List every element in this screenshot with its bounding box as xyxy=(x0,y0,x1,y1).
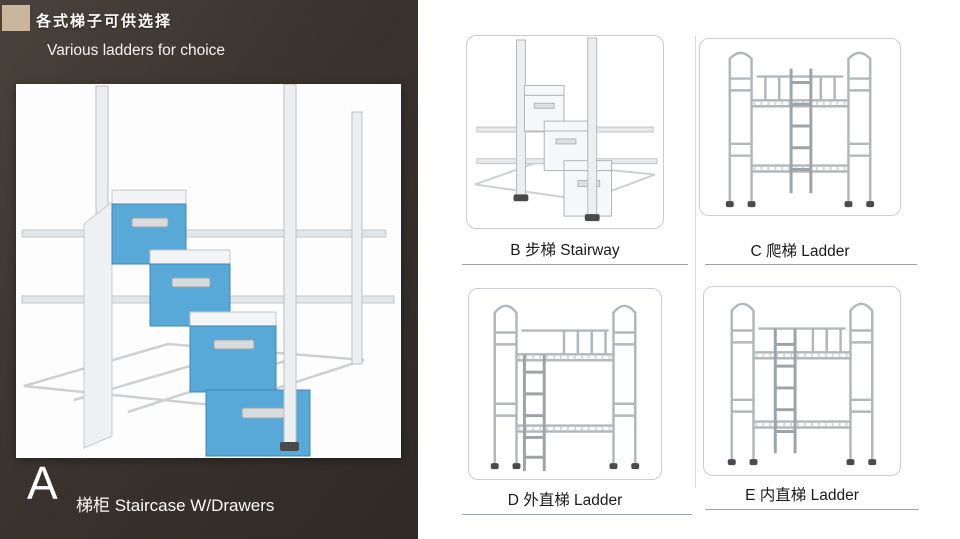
page-title-zh: 各式梯子可供选择 xyxy=(36,13,173,30)
underline-e xyxy=(705,509,919,510)
product-card-d xyxy=(468,288,662,480)
climb-ladder xyxy=(789,68,813,194)
inner-ladder xyxy=(773,328,797,454)
far-post xyxy=(351,111,363,365)
product-photo-card xyxy=(16,84,401,458)
cabinet-side-panel xyxy=(83,200,113,449)
page-title-en: Various ladders for choice xyxy=(47,42,226,59)
outer-ladder-bunkbed-image xyxy=(490,304,640,472)
product-label-b: B 步梯 Stairway xyxy=(510,242,620,259)
ladder-bunkbed-image xyxy=(725,51,875,208)
front-post xyxy=(587,37,598,217)
outer-ladder xyxy=(522,354,546,472)
product-card-e xyxy=(703,286,901,476)
bunk-frame xyxy=(728,51,872,205)
product-label-e: E 内直梯 Ladder xyxy=(745,487,859,504)
stairway-image xyxy=(474,37,658,222)
bunk-frame xyxy=(493,304,637,467)
staircase-with-drawers-image xyxy=(21,84,395,457)
stair-steps xyxy=(523,84,613,217)
floor-frame xyxy=(474,161,656,202)
vertical-divider xyxy=(695,36,696,488)
product-label-c: C 爬梯 Ladder xyxy=(750,243,850,260)
right-panel: B 步梯 Stairway xyxy=(418,0,960,539)
right-post xyxy=(280,84,299,451)
product-letter: A xyxy=(27,457,58,509)
inner-ladder-bunkbed-image xyxy=(727,302,877,466)
product-label-d: D 外直梯 Ladder xyxy=(507,492,623,509)
product-card-b xyxy=(466,35,664,229)
tan-accent-block xyxy=(2,5,30,31)
underline-c xyxy=(705,264,917,265)
product-card-c xyxy=(699,38,901,216)
left-panel: 各式梯子可供选择 Various ladders for choice xyxy=(0,0,418,539)
bunk-frame xyxy=(730,302,874,463)
underline-b xyxy=(462,264,688,265)
underline-d xyxy=(462,514,692,515)
product-label: 梯柜 Staircase W/Drawers xyxy=(76,496,275,515)
